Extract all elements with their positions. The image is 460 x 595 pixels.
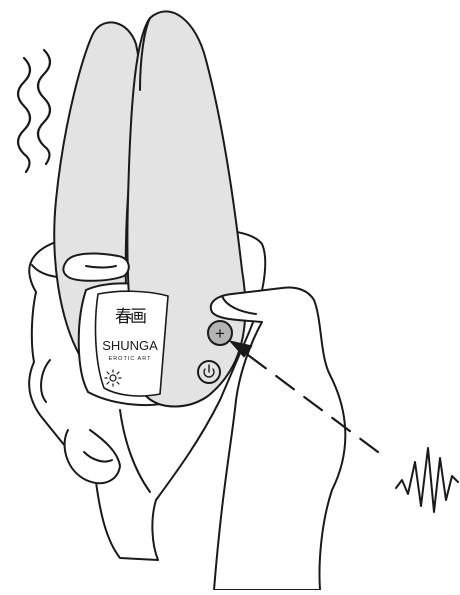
- brand-logo-glyph: 春画: [115, 307, 146, 326]
- brand-tagline: EROTIC ART: [109, 356, 152, 362]
- brand-label-panel: 春画 SHUNGA EROTIC ART: [96, 291, 168, 396]
- brand-name: SHUNGA: [102, 338, 158, 353]
- pulse-waveform-icon: [396, 448, 458, 512]
- thumb: [63, 254, 128, 281]
- vibration-waves-icon: [18, 50, 50, 172]
- plus-button-label: +: [215, 324, 225, 343]
